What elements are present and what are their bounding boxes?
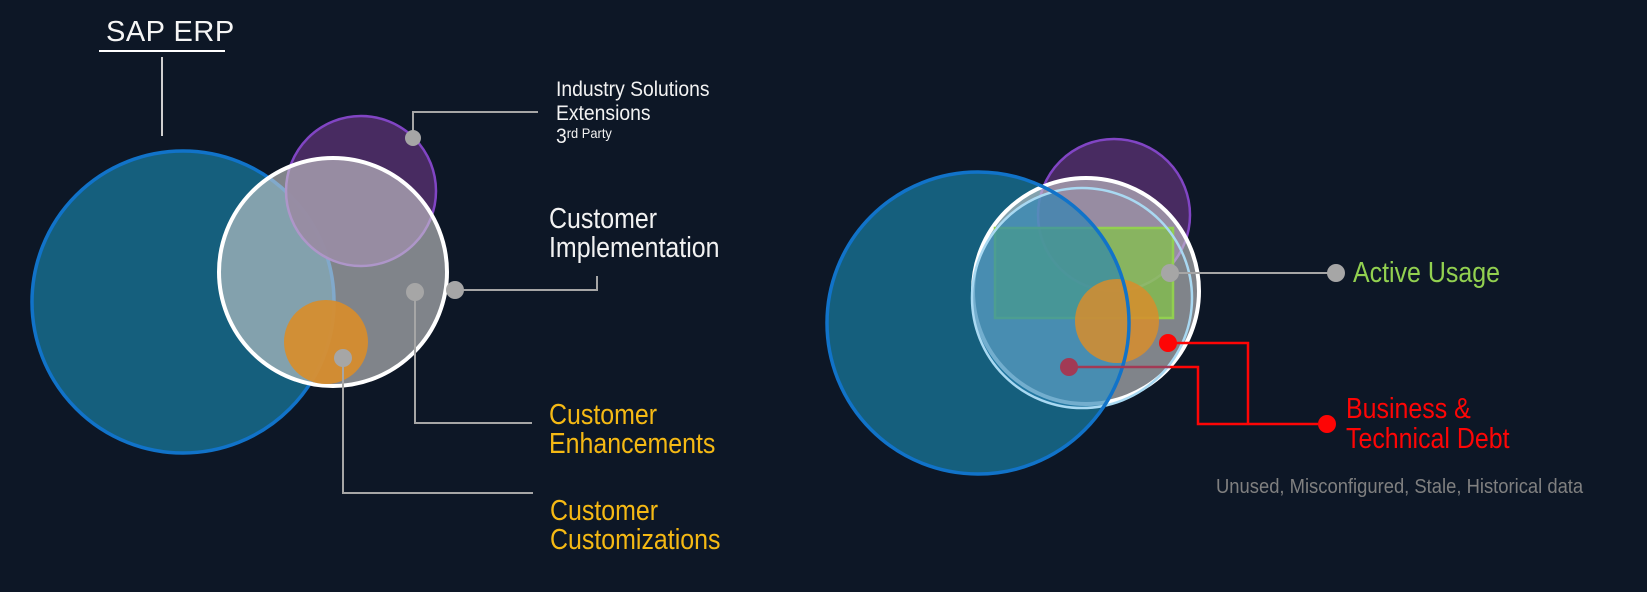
active-usage-label-dot (1327, 264, 1345, 282)
industry-solutions-line3: 3rd Party (556, 125, 710, 151)
debt-line2: Technical Debt (1346, 423, 1510, 455)
industry-solutions-line2: Extensions (556, 101, 651, 125)
customizations-line2: Customizations (550, 524, 721, 556)
industry-connector-line (412, 111, 538, 138)
customizations-connector-dot (334, 349, 352, 367)
right-sap-erp-outline (825, 170, 1131, 476)
active-usage-ring (970, 186, 1194, 410)
third-party-number: 3 (556, 125, 567, 148)
left-venn-group (30, 50, 598, 494)
active-usage-label: Active Usage (1353, 257, 1500, 289)
implementation-line1: Customer (549, 203, 658, 235)
enhancements-line2: Enhancements (549, 428, 716, 460)
sap-erp-title: SAP ERP (106, 16, 235, 48)
customer-customizations-circle (284, 300, 368, 384)
implementation-connector-dot (446, 281, 464, 299)
debt-line1: Business & (1346, 393, 1471, 425)
industry-solutions-line1: Industry Solutions (556, 78, 710, 101)
implementation-line2: Implementation (549, 232, 720, 264)
active-usage-anchor-dot (1161, 264, 1179, 282)
enhancements-connector-dot (406, 283, 424, 301)
unused-data-caption: Unused, Misconfigured, Stale, Historical… (1216, 476, 1584, 498)
enhancements-connector-line (414, 292, 532, 424)
enhancements-line1: Customer (549, 399, 658, 431)
debt-muted-anchor-dot (1060, 358, 1078, 376)
implementation-connector-line (455, 276, 598, 291)
customer-enhancements-label: Customer Enhancements (549, 401, 715, 459)
customer-implementation-circle (217, 156, 449, 388)
third-party-suffix: rd Party (566, 125, 612, 141)
debt-anchor-dot (1159, 334, 1177, 352)
business-technical-debt-label: Business & Technical Debt (1346, 394, 1510, 454)
customizations-line1: Customer (550, 495, 659, 527)
debt-label-dot (1318, 415, 1336, 433)
debt-connector-line-b (1170, 365, 1318, 426)
industry-connector-dot (405, 130, 421, 146)
debt-connector-line-a (1176, 341, 1250, 424)
customer-implementation-label: Customer Implementation (549, 205, 720, 263)
right-venn-group (825, 137, 1345, 476)
industry-solutions-label: Industry Solutions Extensions 3rd Party (556, 78, 710, 151)
customer-customizations-label: Customer Customizations (550, 497, 720, 555)
customizations-connector-line (342, 358, 533, 494)
right-customer-customizations-circle (1075, 279, 1159, 363)
